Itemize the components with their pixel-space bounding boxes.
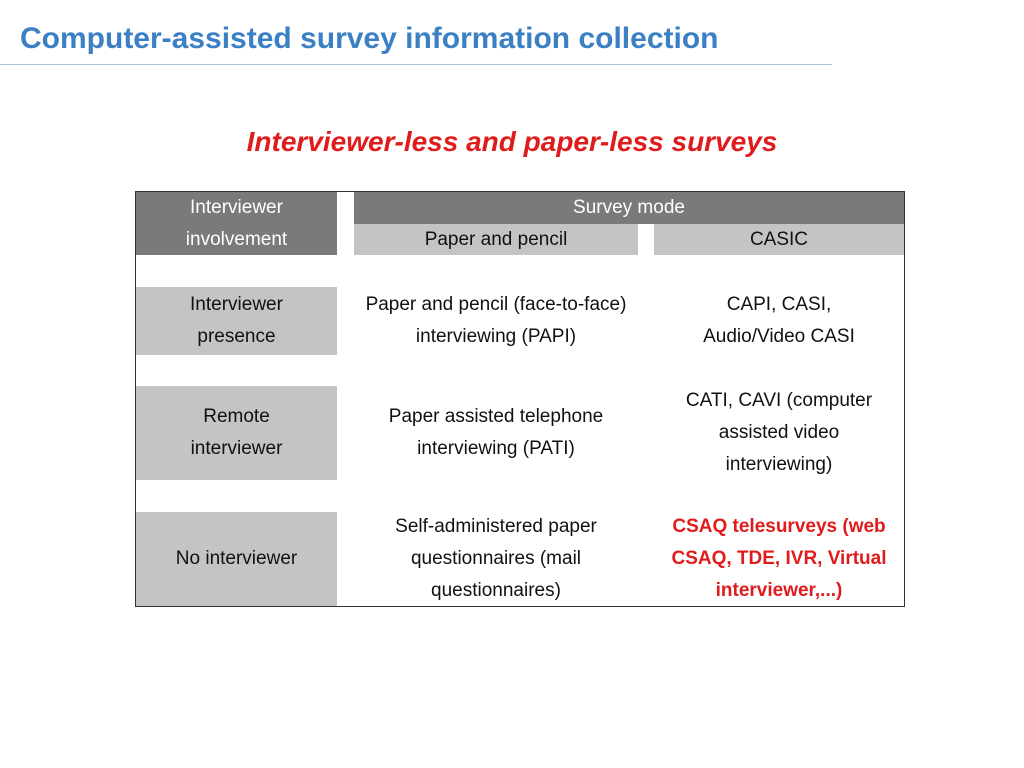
- title-divider: [0, 64, 832, 65]
- row-label-remote-interviewer: Remote interviewer: [136, 386, 337, 480]
- cell-capi: CAPI, CASI, Audio/Video CASI: [703, 294, 855, 347]
- row-label-no-interviewer: No interviewer: [136, 512, 337, 606]
- cell-csaq: CSAQ telesurveys (web CSAQ, TDE, IVR, Vi…: [671, 516, 887, 601]
- col-header-casic: CASIC: [654, 224, 904, 255]
- slide-subtitle: Interviewer-less and paper-less surveys: [246, 126, 778, 157]
- cell-cati: CATI, CAVI (computer assisted video inte…: [685, 390, 873, 475]
- row-label-interviewer-presence: Interviewer presence: [136, 287, 337, 355]
- cell-papi: Paper and pencil (face-to-face) intervie…: [365, 294, 627, 347]
- cell-self-administered: Self-administered paper questionnaires (…: [395, 516, 597, 601]
- col-header-paper: Paper and pencil: [354, 224, 638, 255]
- corner-header: Interviewer involvement: [136, 192, 337, 255]
- cell-pati: Paper assisted telephone interviewing (P…: [388, 406, 604, 459]
- survey-mode-table: Interviewer involvement Survey mode Pape…: [135, 191, 905, 607]
- survey-mode-header: Survey mode: [354, 192, 904, 224]
- slide-title: Computer-assisted survey information col…: [20, 22, 719, 55]
